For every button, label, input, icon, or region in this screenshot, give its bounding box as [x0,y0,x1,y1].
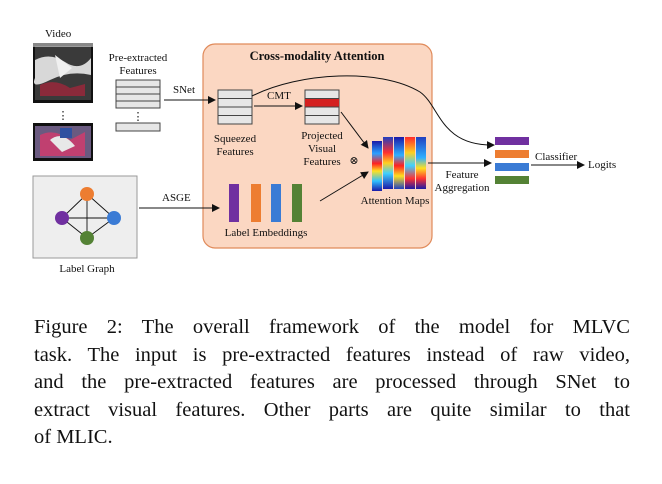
label-embedding-bars [229,184,302,222]
graph-node-green [80,231,94,245]
projected-label-2: Visual [308,143,336,155]
video-frame-top [33,43,93,103]
graph-node-purple [55,211,69,225]
framework-diagram: Cross-modality Attention Video ⋮ Pre-ext… [32,28,616,275]
projected-label-3: Features [303,156,340,168]
graph-node-orange [80,187,94,201]
graph-node-blue [107,211,121,225]
pre-extracted-feature-stack [115,79,161,109]
label-graph [32,175,138,259]
caption-line-1: Figure 2: The overall framework of the m… [34,316,630,338]
figure-caption: Figure 2: The overall framework of the m… [34,314,630,452]
embeddings-to-attention-arrow [319,171,369,202]
feature-dots: ⋮ [133,111,144,123]
video-frame-bottom [33,123,93,161]
squeezed-to-output-curve [251,75,495,150]
pre-extracted-feature-single [115,122,161,132]
video-dots: ⋮ [58,110,69,122]
squeezed-feature-stack [217,89,253,125]
caption-line-5: of MLIC. [34,426,113,448]
label-embeddings-label: Label Embeddings [225,227,308,239]
feature-aggregation-label-1: Feature [446,169,479,181]
otimes-symbol: ⊗ [349,155,358,167]
caption-line-4: extract visual features. Other parts are… [34,398,630,421]
cross-modality-title: Cross-modality Attention [250,49,385,63]
snet-label: SNet [173,84,195,96]
classifier-label: Classifier [535,151,577,163]
caption-line-2: task. The input is pre-extracted feature… [34,343,630,366]
logits-label: Logits [588,159,616,171]
feature-aggregation-label-2: Aggregation [435,182,490,194]
aggregated-features [495,137,529,184]
projected-label-1: Projected [301,130,343,142]
projected-to-attention-arrow [340,111,369,149]
cmt-label: CMT [267,90,291,102]
attention-maps [372,137,426,191]
pre-extracted-label-1: Pre-extracted [109,52,168,64]
attention-maps-label: Attention Maps [361,195,430,207]
squeezed-label-2: Features [216,146,253,158]
video-label: Video [45,28,72,40]
caption-line-3: and the pre-extracted features are proce… [34,371,630,393]
pre-extracted-label-2: Features [119,65,156,77]
asge-label: ASGE [162,192,191,204]
squeezed-label-1: Squeezed [214,133,257,145]
label-graph-label: Label Graph [59,263,115,275]
projected-feature-stack [304,89,340,125]
